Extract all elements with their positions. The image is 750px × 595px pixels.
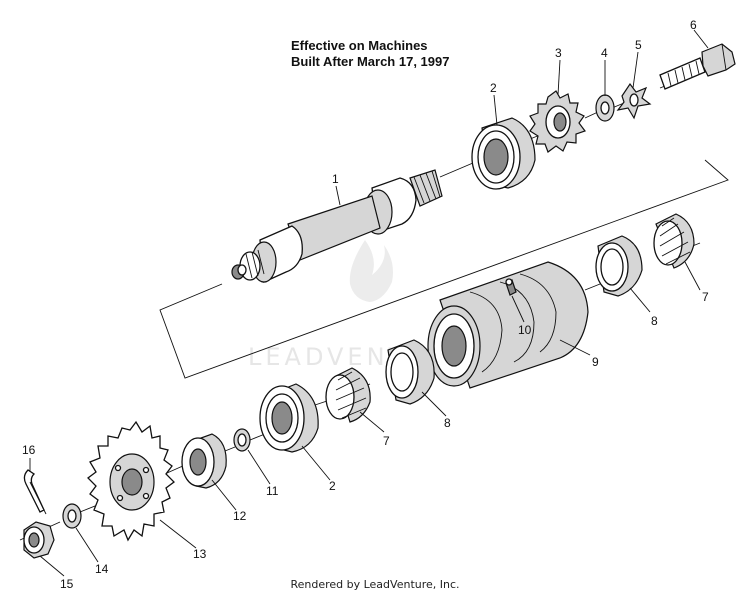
callout-12: 12: [233, 509, 247, 523]
shaft-part-1: [231, 169, 443, 283]
assembly-frame-line: [159, 159, 729, 379]
callout-3: 3: [555, 46, 562, 60]
small-sprocket-part-3: [529, 90, 586, 153]
callout-10: 10: [518, 323, 532, 337]
leadventure-watermark: LEADVENTURE: [248, 240, 465, 371]
callout-6: 6: [690, 18, 697, 32]
washer-part-14: [62, 503, 82, 529]
callout-8-upper: 8: [651, 314, 658, 328]
callout-7-upper: 7: [702, 290, 709, 304]
callout-2-lower: 2: [329, 479, 336, 493]
callout-2-upper: 2: [490, 81, 497, 95]
spacer-part-12: [181, 433, 227, 489]
roller-bearing-part-7-upper: [653, 213, 695, 269]
callout-9: 9: [592, 355, 599, 369]
castle-nut-part-15: [23, 521, 55, 559]
bearing-part-2-lower: [259, 383, 319, 453]
callout-11: 11: [266, 484, 279, 498]
diagram-title-line-1: Effective on Machines: [291, 38, 428, 53]
pin-part-10: [505, 278, 517, 296]
bearing-part-2-upper: [471, 117, 536, 190]
bearing-cup-part-8-lower: [385, 339, 435, 405]
washer-part-11: [233, 428, 251, 452]
callout-8-lower: 8: [444, 416, 451, 430]
drum-part-9: [427, 261, 589, 389]
roller-bearing-part-7-lower: [325, 367, 371, 423]
cotter-pin-part-16: [23, 469, 47, 515]
callout-4: 4: [601, 46, 608, 60]
flat-washer-part-4: [595, 94, 615, 122]
lock-washer-part-5: [616, 82, 652, 120]
callout-7-lower: 7: [383, 434, 390, 448]
callout-1: 1: [332, 172, 339, 186]
callout-5: 5: [635, 38, 642, 52]
callout-numbers: 1 2 3 4 5 6 7 8 9 10 7 8 2 11 12 13 14 1…: [22, 18, 709, 591]
footer-credit: Rendered by LeadVenture, Inc.: [290, 578, 460, 591]
diagram-title-line-2: Built After March 17, 1997: [291, 54, 450, 69]
callout-15: 15: [60, 577, 74, 591]
callout-13: 13: [193, 547, 207, 561]
large-sprocket-part-13: [87, 420, 175, 542]
bearing-cup-part-8-upper: [595, 235, 643, 297]
bolt-part-6: [659, 43, 736, 90]
callout-16: 16: [22, 443, 36, 457]
callout-14: 14: [95, 562, 109, 576]
leader-lines: [29, 29, 709, 577]
